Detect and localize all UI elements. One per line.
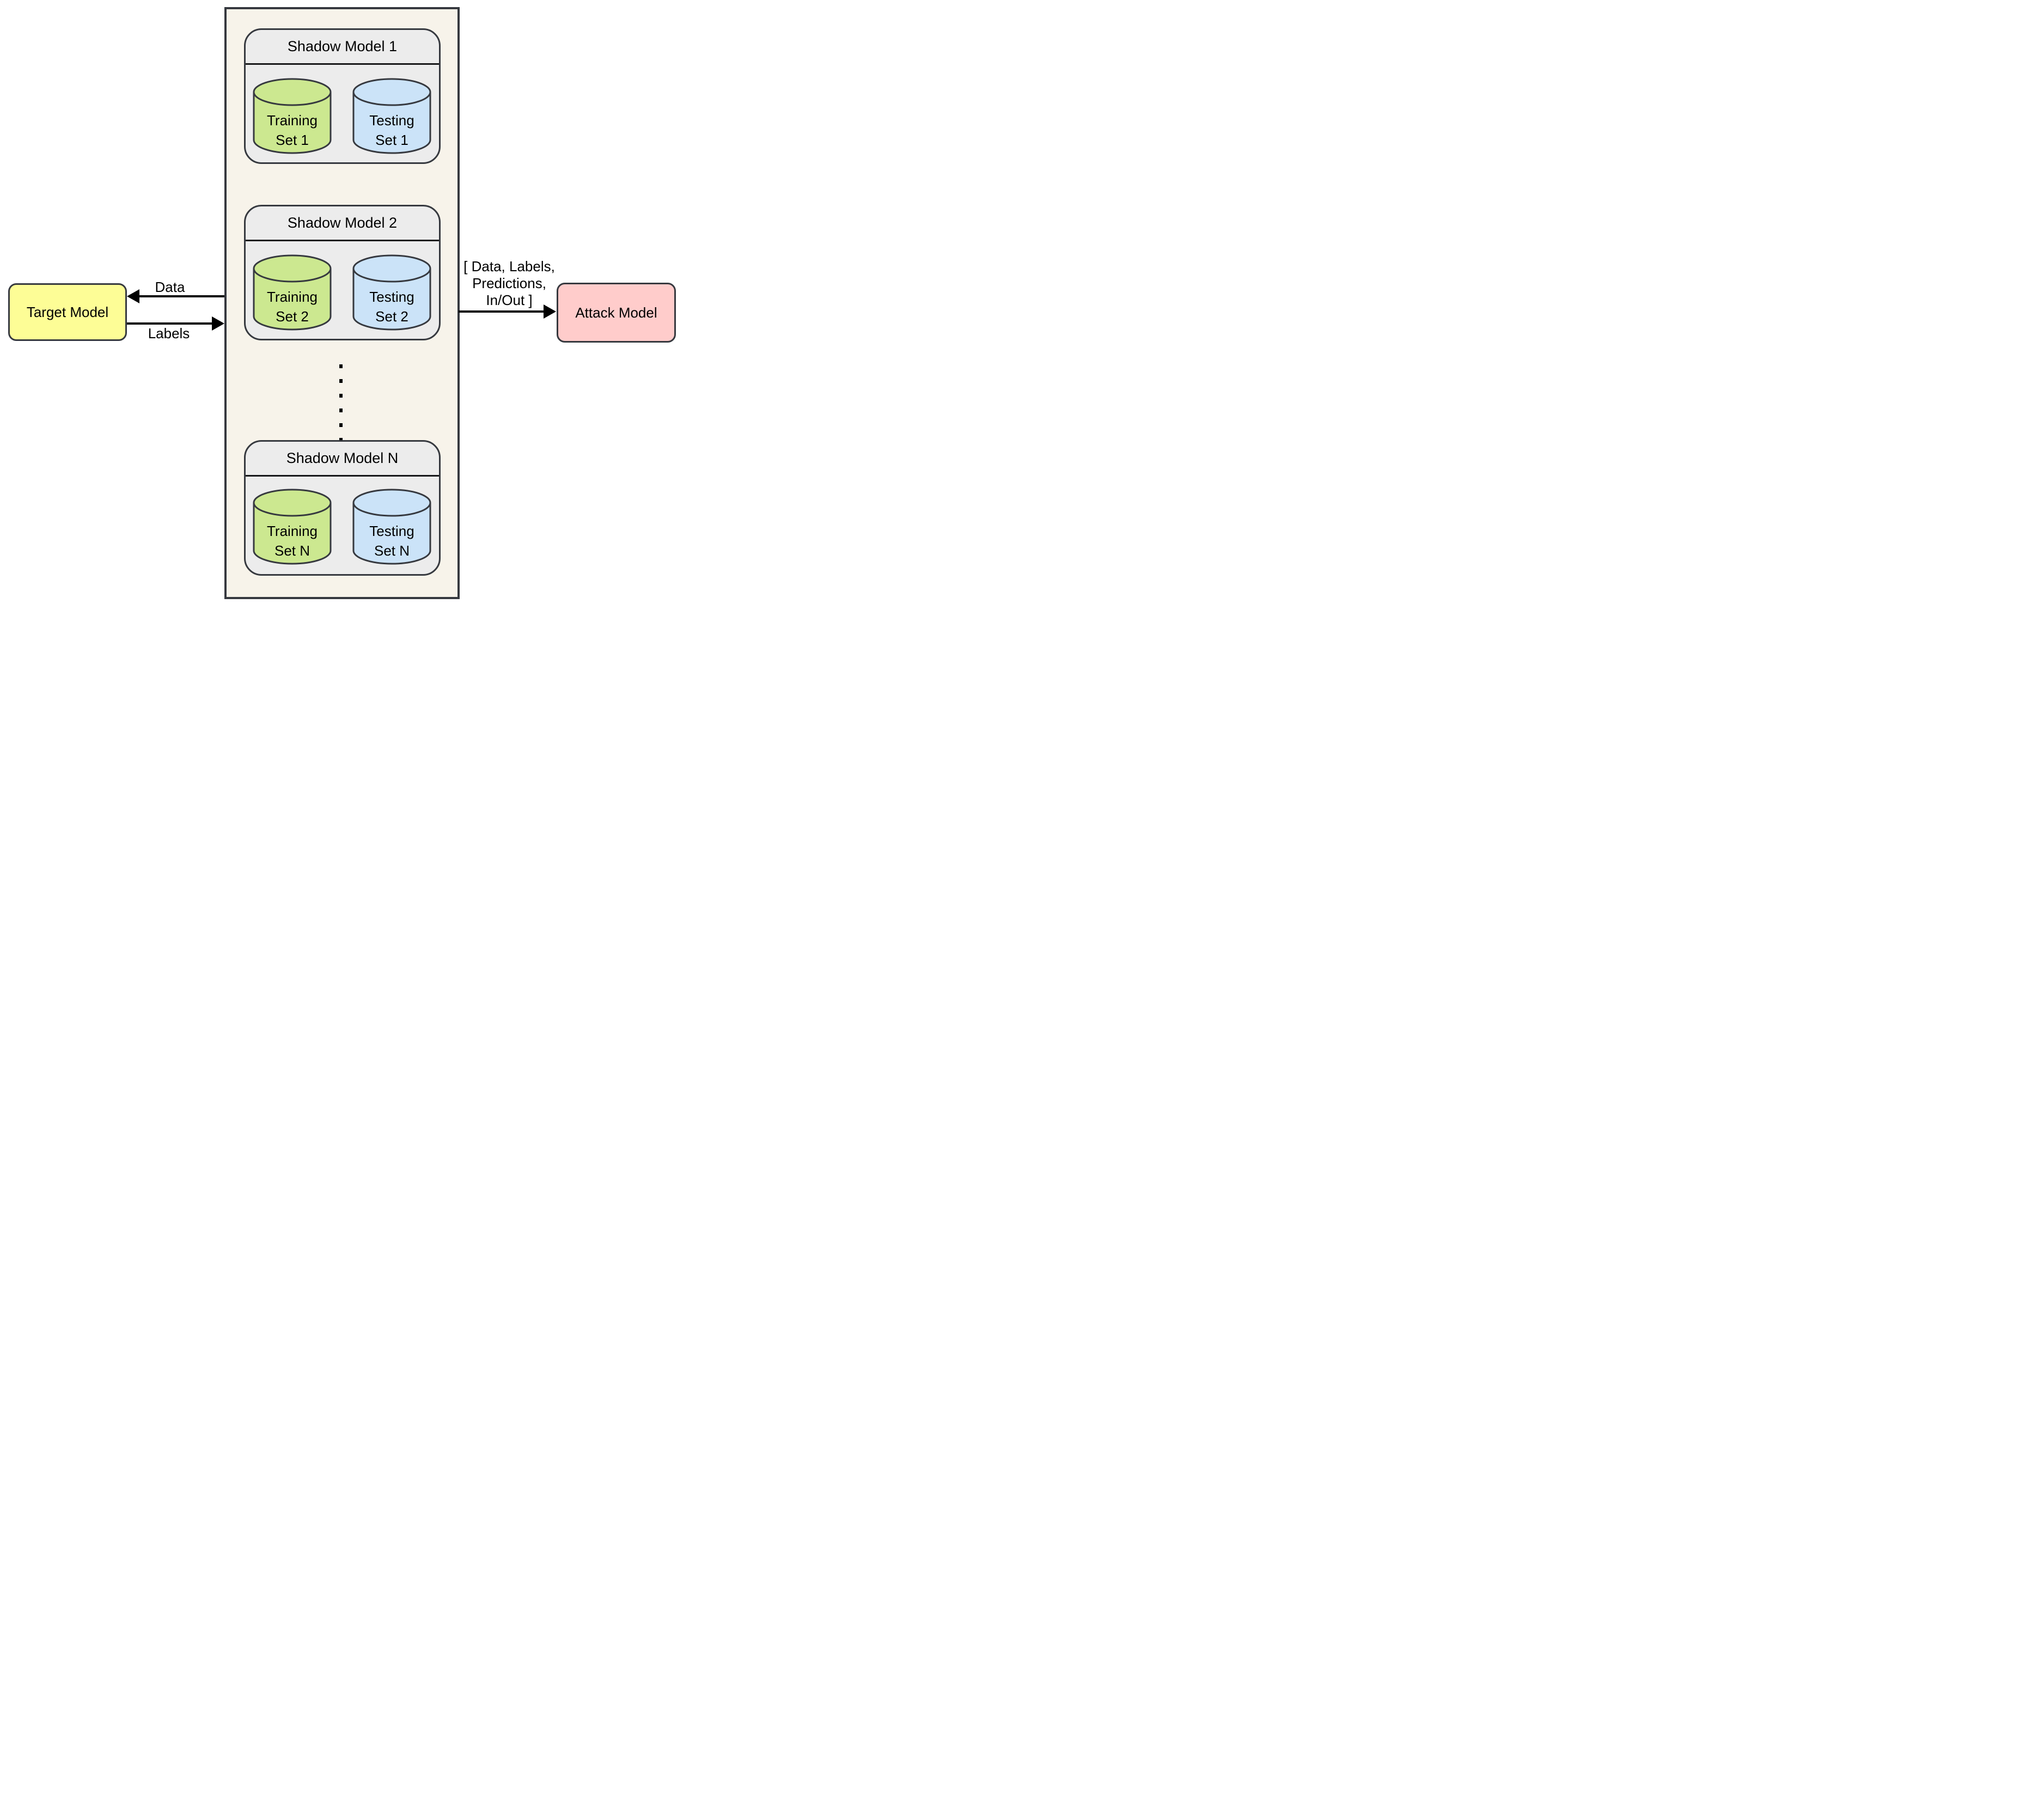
data-arrow-label: Data	[155, 279, 185, 295]
database-cylinder-shape	[253, 78, 332, 154]
attack-input-arrow	[459, 310, 545, 313]
database-cylinder-shape	[253, 254, 332, 331]
database-cylinder-shape	[352, 489, 431, 565]
database-cylinder-shape	[253, 489, 332, 565]
attack-model-node: Attack Model	[557, 283, 676, 343]
training-set-1-label: Training Set 1	[267, 112, 318, 148]
target-model-node: Target Model	[8, 283, 127, 341]
attack-model-label: Attack Model	[575, 304, 657, 321]
labels-arrowhead-right-icon	[212, 316, 224, 331]
testing-set-1-label: Testing Set 1	[369, 112, 414, 148]
testing-set-n-cylinder: Testing Set N	[352, 489, 431, 565]
diagram-canvas: Shadow Model 1 Training Set 1 Testing Se…	[0, 0, 681, 603]
shadow-model-1-title: Shadow Model 1	[246, 30, 439, 65]
training-set-2-cylinder: Training Set 2	[253, 254, 332, 331]
ellipsis-dot	[339, 438, 343, 442]
ellipsis-dot	[339, 364, 343, 368]
target-model-label: Target Model	[26, 303, 109, 320]
shadow-model-2-title: Shadow Model 2	[246, 206, 439, 241]
shadow-model-n-title: Shadow Model N	[246, 442, 439, 477]
testing-set-2-cylinder: Testing Set 2	[352, 254, 431, 331]
ellipsis-dot	[339, 394, 343, 398]
training-set-1-cylinder: Training Set 1	[253, 78, 332, 154]
data-arrow	[138, 295, 224, 297]
labels-arrow	[127, 322, 213, 325]
labels-arrow-label: Labels	[148, 325, 190, 342]
attack-arrow-label: [ Data, Labels, Predictions, In/Out ]	[463, 258, 555, 308]
data-arrowhead-left-icon	[127, 289, 139, 303]
testing-set-1-cylinder: Testing Set 1	[352, 78, 431, 154]
ellipsis-dot	[339, 379, 343, 383]
training-set-2-label: Training Set 2	[267, 289, 318, 325]
training-set-n-cylinder: Training Set N	[253, 489, 332, 565]
database-cylinder-shape	[352, 78, 431, 154]
vertical-ellipsis	[339, 364, 343, 442]
database-cylinder-shape	[352, 254, 431, 331]
testing-set-2-label: Testing Set 2	[369, 289, 414, 325]
ellipsis-dot	[339, 408, 343, 412]
training-set-n-label: Training Set N	[267, 523, 318, 559]
testing-set-n-label: Testing Set N	[369, 523, 414, 559]
attack-arrowhead-right-icon	[544, 304, 556, 319]
ellipsis-dot	[339, 423, 343, 427]
